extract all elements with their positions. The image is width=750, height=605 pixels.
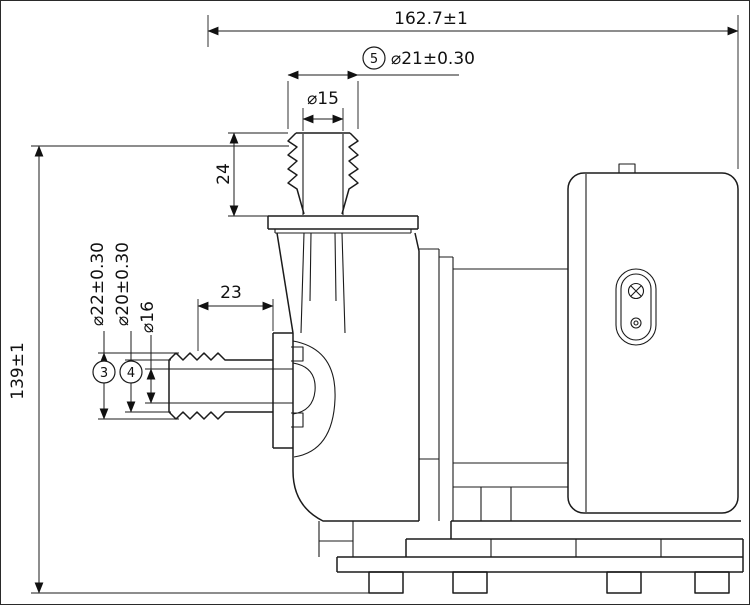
dim-inlet-bore: ⌀16 — [138, 301, 169, 404]
motor-emblem — [615, 268, 657, 346]
dim-outlet-diameter: 5 ⌀21±0.30 — [287, 46, 475, 129]
foot — [694, 571, 730, 594]
balloon-5 — [362, 46, 386, 70]
dim-overall-width: 162.7±1 — [207, 9, 739, 169]
dim-inlet-bore-text: ⌀16 — [138, 301, 158, 333]
motor-bracket — [419, 248, 568, 521]
dim-inlet-barb-diameter-text: ⌀22±0.30 — [88, 242, 108, 326]
inlet-fitting — [168, 352, 293, 420]
balloon-5-number: 5 — [370, 52, 378, 67]
dim-outlet-bore: ⌀15 — [302, 89, 344, 131]
motor-top-boss — [618, 163, 636, 174]
screw-icon — [627, 282, 645, 300]
motor-housing — [567, 163, 739, 514]
dim-overall-height-text: 139±1 — [8, 342, 28, 400]
outlet-pipe — [287, 132, 359, 215]
balloon-4-number: 4 — [127, 366, 135, 381]
dim-inlet-barb-diameter: ⌀22±0.30 3 — [88, 242, 179, 420]
dim-outlet-height-text: 24 — [214, 163, 234, 185]
dim-outlet-height: 24 — [214, 132, 288, 217]
balloon-3-number: 3 — [100, 366, 108, 381]
dim-outlet-diameter-text: ⌀21±0.30 — [391, 49, 475, 69]
dim-inlet-pipe-diameter: ⌀20±0.30 4 — [113, 242, 171, 413]
dim-outlet-bore-text: ⌀15 — [307, 89, 339, 109]
foot — [606, 571, 642, 594]
balloon-4 — [119, 360, 143, 384]
foot — [452, 571, 488, 594]
dim-overall-width-text: 162.7±1 — [394, 9, 468, 29]
balloon-3 — [92, 360, 116, 384]
pump-housing — [267, 215, 420, 557]
dim-inlet-length-text: 23 — [220, 283, 242, 303]
foot — [368, 571, 404, 594]
mounting-base — [336, 520, 744, 594]
dim-overall-height: 139±1 — [8, 145, 369, 594]
dim-inlet-length: 23 — [197, 283, 274, 351]
dim-inlet-pipe-diameter-text: ⌀20±0.30 — [113, 242, 133, 326]
screw-icon — [630, 317, 642, 329]
